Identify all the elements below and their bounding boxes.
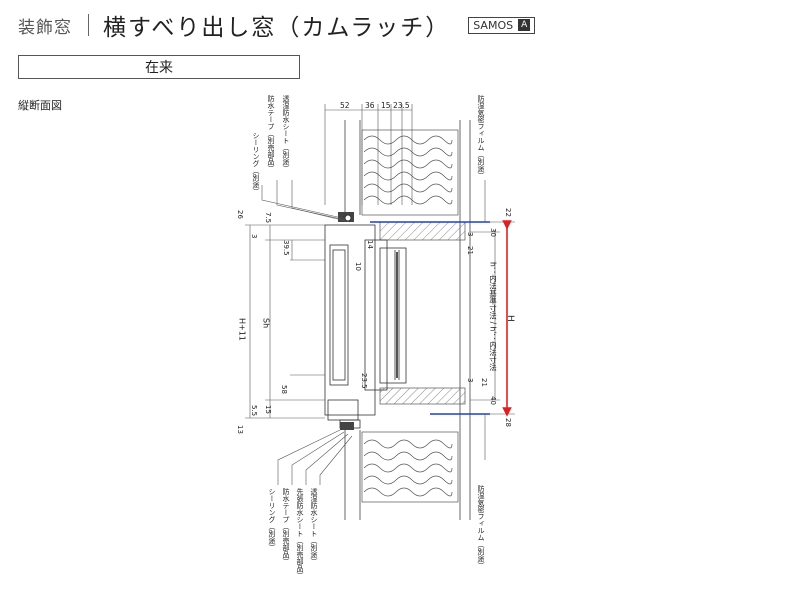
insulation-top [361,129,459,216]
label-sealing-bottom: シーリング（別途） [268,488,276,551]
dim-right-28: 28 [504,418,512,427]
series-tag: SAMOS A [468,16,536,34]
glass-pane [396,252,398,378]
inner-dim-label: h：内法基準寸法 / h'：内法寸法 [488,262,497,372]
series-name: SAMOS [473,18,514,32]
construction-type-tab[interactable]: 在来 [18,55,300,79]
dim-top-52: 52 [340,101,350,110]
leaders-top-left [261,180,351,223]
dim-left-3: 3 [250,234,258,238]
dim-right-40: 40 [489,396,497,405]
series-badge: A [518,19,531,31]
dim-left-23-5: 23.5 [360,373,368,389]
category-label: 装飾窓 [18,17,72,38]
page-header: 装飾窓 横すべり出し窓（カムラッチ） SAMOS A [18,8,536,42]
dim-left-58: 58 [280,385,288,394]
dim-left-13: 13 [236,425,244,434]
label-waterproof-tape-bottom: 防水テープ（別売部品） [282,487,290,565]
dim-left-15: 15 [264,405,272,414]
wall-lines [344,120,471,520]
page-title: 横すべり出し窓（カムラッチ） [103,15,451,41]
dim-left-10: 10 [354,262,362,271]
dim-left-h-plus-11: H+11 [238,318,247,341]
dim-left-26: 26 [236,210,244,219]
sill-hatch [379,387,466,405]
dim-right-3-bottom: 3 [466,378,474,382]
top-dimensions [324,104,413,205]
label-pre-waterproof-sheet: 先張防水シート（別売部品） [296,487,304,579]
dim-left-7-5: 7.5 [264,212,272,223]
dim-left-5-5: 5.5 [250,405,258,416]
dim-top-23-5: 23.5 [393,101,410,110]
dim-top-36: 36 [365,101,375,110]
dim-right-30: 30 [489,228,497,237]
view-label: 縦断面図 [18,99,62,112]
label-vapor-film-top: 防湿気密フィルム（別途） [477,94,485,179]
label-waterproof-tape-top: 防水テープ（別売部品） [267,94,275,172]
label-vapor-film-bottom: 防湿気密フィルム（別途） [477,484,485,569]
left-dimensions [245,224,325,419]
dim-right-3-top: 3 [466,232,474,236]
header-hatch [379,221,466,241]
label-sealing-top: シーリング（別途） [252,132,260,195]
label-permeable-sheet-bottom: 透湿防水シート（別途） [310,488,318,565]
hardware [338,212,354,430]
dim-right-21-bottom: 21 [480,378,488,387]
dim-right-22: 22 [504,208,512,217]
window-frame [324,224,407,429]
dim-right-21-top: 21 [466,246,474,255]
label-permeable-sheet-top: 透湿防水シート（別途） [282,95,290,172]
dim-left-sh: Sh [262,318,271,328]
dim-left-39-5: 39.5 [282,240,290,256]
insulation-bottom [361,431,459,503]
leaders-bottom-left [277,429,353,485]
dim-left-14: 14 [366,240,374,249]
dim-top-15: 15 [381,101,391,110]
h-dim-label: H [505,315,515,322]
header-divider [88,14,89,36]
